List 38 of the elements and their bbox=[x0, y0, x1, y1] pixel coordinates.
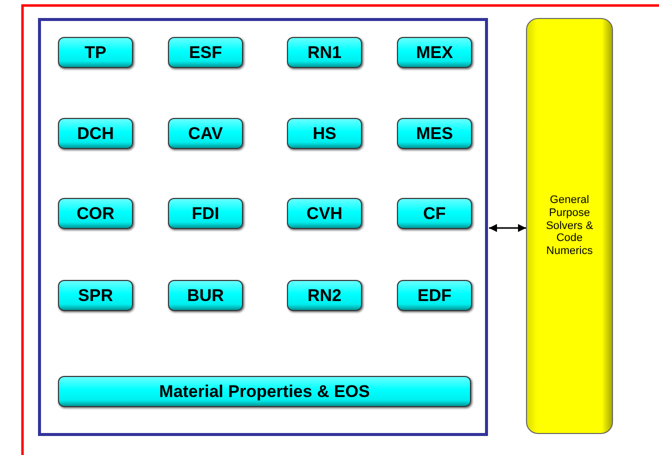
module-box bbox=[168, 37, 243, 68]
module-label: BUR bbox=[187, 286, 224, 306]
module-box bbox=[168, 198, 243, 229]
module-box bbox=[168, 118, 243, 149]
module-label: HS bbox=[312, 124, 336, 144]
module-label: TP bbox=[84, 42, 106, 62]
module-label: ESF bbox=[188, 42, 222, 62]
module-box bbox=[397, 118, 472, 149]
module-label: RN2 bbox=[307, 286, 342, 306]
module-box bbox=[397, 198, 472, 229]
module-box bbox=[287, 37, 362, 68]
module-label: CAV bbox=[188, 124, 223, 144]
module-label: SPR bbox=[78, 286, 113, 306]
module-label: RN1 bbox=[307, 42, 342, 62]
module-label: MEX bbox=[416, 42, 453, 62]
module-label: Material Properties & EOS bbox=[159, 382, 370, 402]
module-label: CF bbox=[423, 204, 446, 224]
module-label: COR bbox=[76, 204, 114, 224]
module-box bbox=[287, 118, 362, 149]
module-box bbox=[287, 280, 362, 311]
module-box bbox=[58, 376, 471, 407]
module-box bbox=[397, 37, 472, 68]
module-box bbox=[58, 280, 133, 311]
module-label: CVH bbox=[306, 204, 342, 224]
container-panel bbox=[38, 18, 488, 436]
module-box bbox=[287, 198, 362, 229]
module-box bbox=[58, 37, 133, 68]
solver-panel bbox=[526, 18, 613, 434]
module-label: EDF bbox=[418, 286, 452, 306]
solver-label: General Purpose Solvers & Code Numerics bbox=[544, 194, 594, 258]
double-arrow bbox=[489, 224, 526, 232]
module-box bbox=[58, 198, 133, 229]
module-label: MES bbox=[416, 124, 453, 144]
module-box bbox=[397, 280, 472, 311]
module-label: FDI bbox=[192, 204, 220, 224]
module-box bbox=[168, 280, 243, 311]
module-box bbox=[58, 118, 133, 149]
module-label: DCH bbox=[77, 124, 114, 144]
